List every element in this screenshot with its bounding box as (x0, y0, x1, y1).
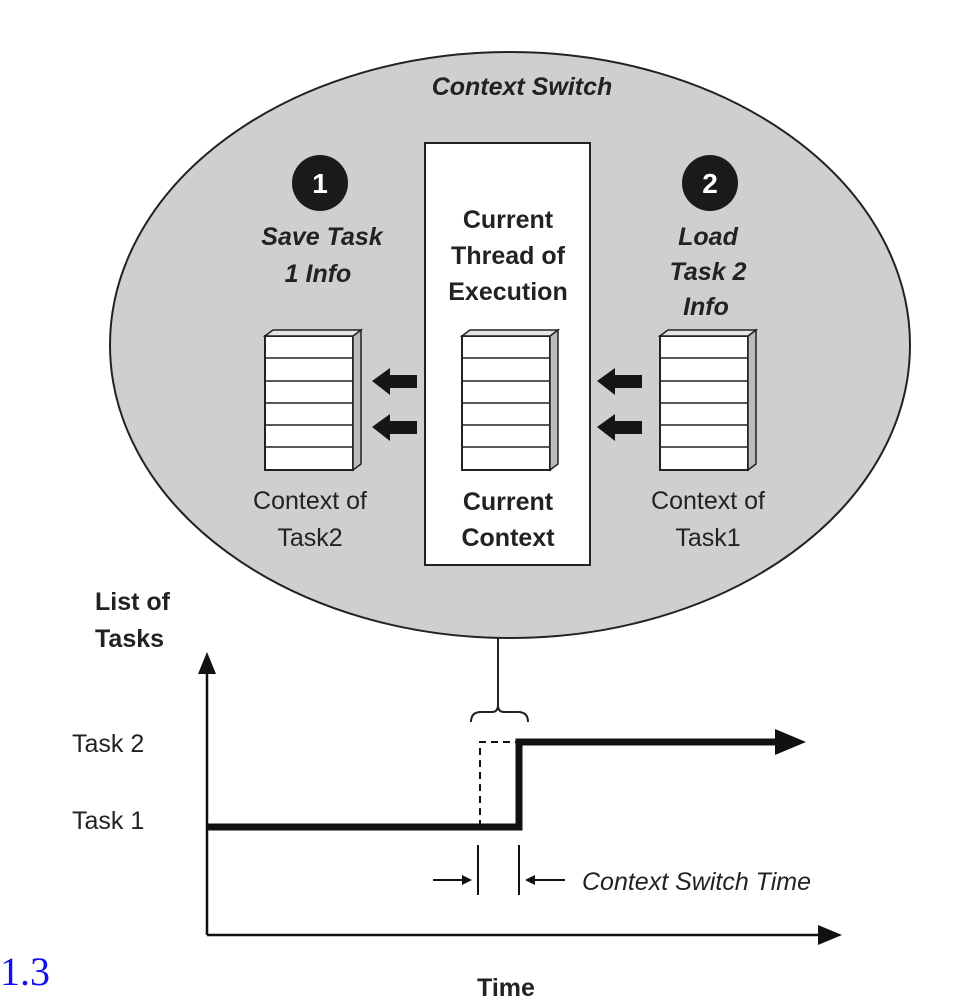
left-stack-label-1: Context of (253, 487, 367, 515)
task1-label: Task 1 (72, 807, 144, 835)
step1-badge-number: 1 (312, 168, 328, 199)
switch-time-label: Context Switch Time (582, 868, 811, 896)
x-axis-label: Time (477, 974, 535, 1000)
y-axis-label-1: List of (95, 588, 171, 616)
step2-line-1: Load (678, 223, 738, 251)
center-footer-line-2: Context (461, 524, 555, 552)
right-stack-label-1: Context of (651, 487, 765, 515)
right-stack-label-2: Task1 (675, 524, 740, 552)
step1-line-1: Save Task (261, 223, 383, 251)
left-context-stack (262, 328, 364, 472)
page-number: 1.3 (0, 949, 50, 994)
step2-badge (682, 155, 738, 211)
y-axis-label-2: Tasks (95, 625, 164, 653)
current-context-stack (459, 328, 561, 472)
load-arrow-upper (597, 368, 642, 395)
step1-line-2: 1 Info (285, 260, 352, 288)
timeline-arrowhead (775, 729, 806, 755)
center-footer-line-1: Current (463, 488, 554, 516)
x-axis-arrowhead (818, 925, 842, 945)
load-arrow-lower (597, 414, 642, 441)
step1-badge (292, 155, 348, 211)
task2-label: Task 2 (72, 730, 144, 758)
center-header-line-1: Current (463, 206, 554, 234)
step2-line-2: Task 2 (670, 258, 747, 286)
dashed-transition (479, 741, 519, 827)
right-context-stack (657, 328, 759, 472)
center-header-line-2: Thread of (451, 242, 566, 270)
center-header-line-3: Execution (448, 278, 567, 306)
switch-brace (470, 704, 529, 723)
task-timeline-line (207, 738, 790, 831)
left-stack-label-2: Task2 (277, 524, 342, 552)
diagram-title: Context Switch (432, 73, 613, 101)
step2-line-3: Info (683, 293, 729, 321)
step2-badge-number: 2 (702, 168, 718, 199)
y-axis-arrowhead (198, 652, 216, 674)
save-arrow-lower (372, 414, 417, 441)
save-arrow-upper (372, 368, 417, 395)
